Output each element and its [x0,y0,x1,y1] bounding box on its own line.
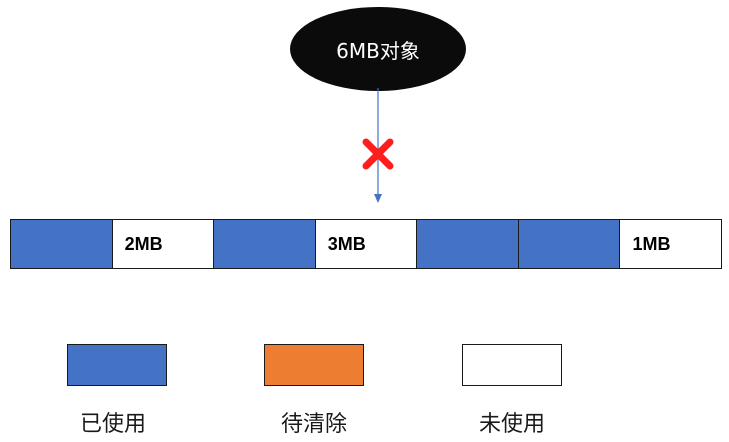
memory-block: 3MB [315,220,418,268]
legend-swatch-free [462,344,562,386]
memory-block: 2MB [112,220,215,268]
legend-label-pending: 待清除 [280,412,347,437]
memory-block [11,220,113,268]
cross-icon [362,138,394,170]
block-label: 1MB [632,233,671,254]
legend-swatch-used [67,344,167,386]
memory-block [214,220,316,268]
memory-block [417,220,519,268]
memory-blocks-row: 2MB 3MB 1MB [10,219,722,269]
legend-label-free: 未使用 [478,412,545,437]
memory-block [518,220,621,268]
legend-label-used: 已使用 [79,412,146,437]
allocation-arrow [362,88,394,203]
object-ellipse: 6MB对象 [290,7,466,91]
legend-swatch-pending [264,344,364,386]
block-label: 3MB [327,233,366,254]
block-label: 2MB [124,233,163,254]
object-label: 6MB对象 [336,38,420,63]
memory-block: 1MB [620,220,722,268]
